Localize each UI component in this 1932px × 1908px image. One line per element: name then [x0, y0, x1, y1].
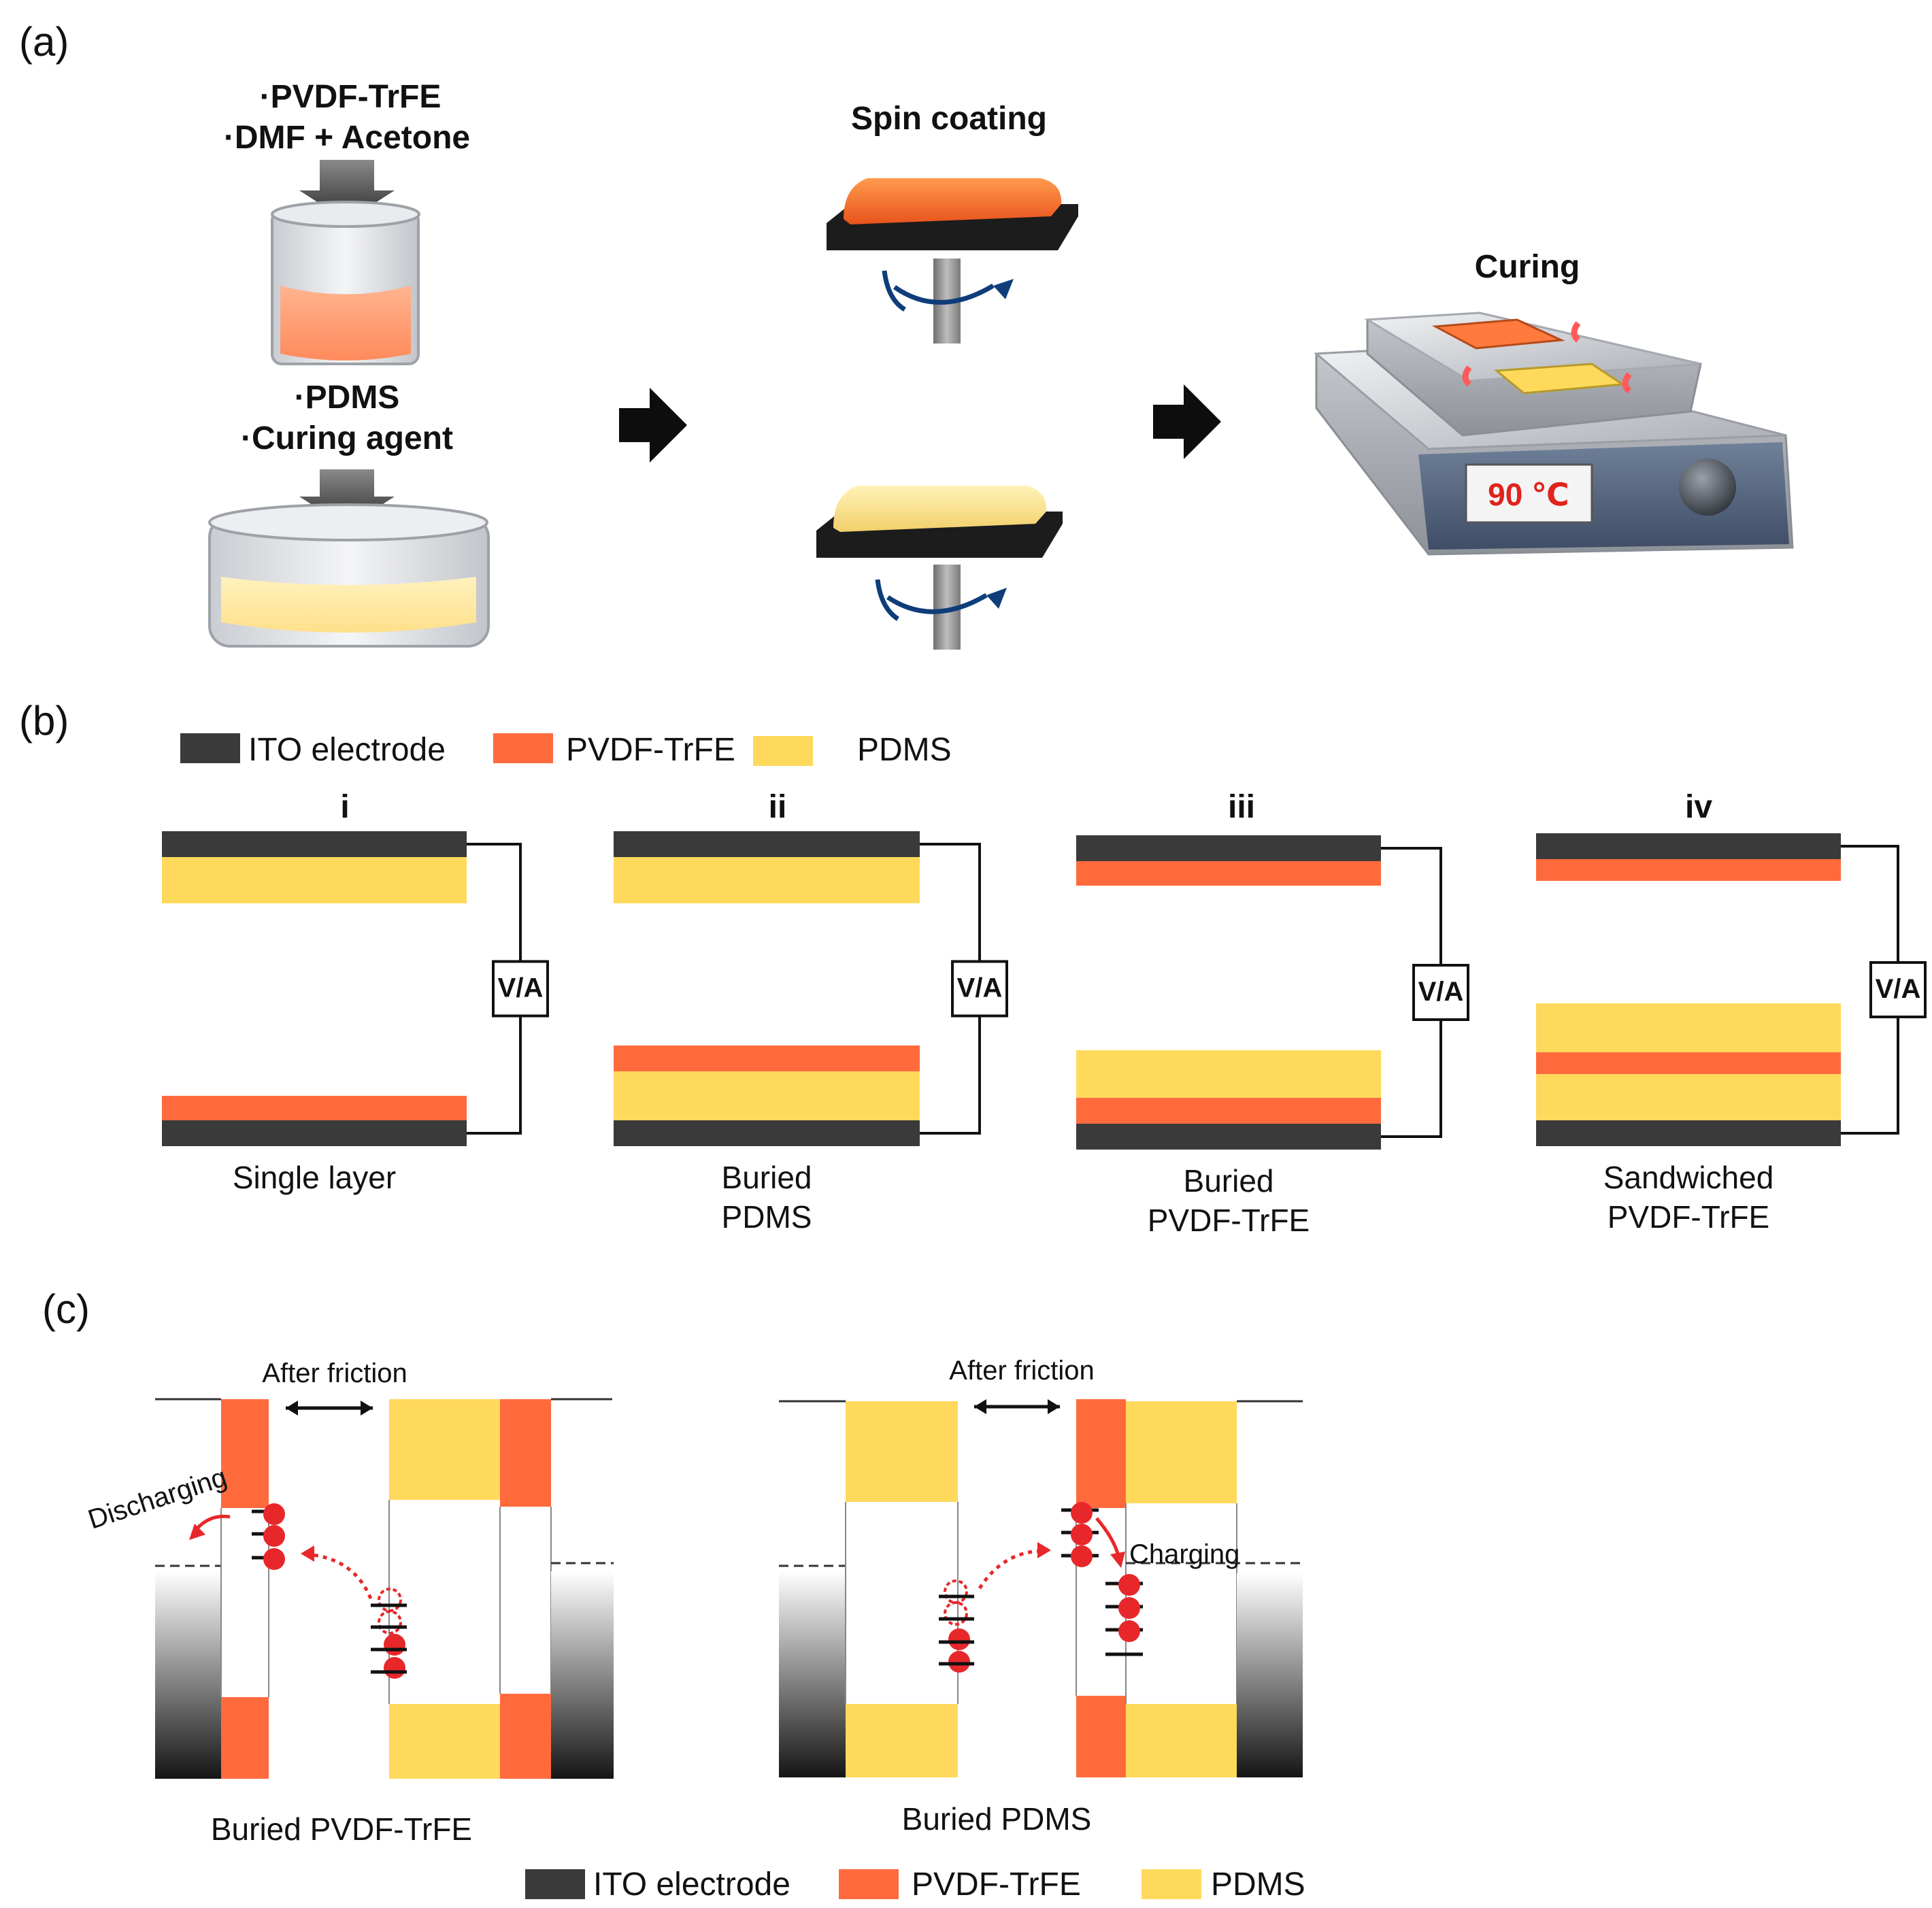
legend-c-pdms-swatch	[1142, 1869, 1201, 1899]
pvdf-beaker-icon	[271, 201, 420, 365]
legend-c-ito-label: ITO electrode	[593, 1867, 790, 1903]
config-numeral: i	[340, 789, 349, 825]
legend-ito-swatch	[180, 733, 240, 763]
ingredient-solvent: ·DMF + Acetone	[224, 120, 470, 156]
layer-pdms	[1536, 1074, 1841, 1120]
panel-a-label: (a)	[19, 19, 69, 65]
knob-icon	[1679, 458, 1736, 516]
right-caption: Buried PDMS	[902, 1801, 1092, 1837]
circuit-wire	[467, 1016, 522, 1135]
temperature-display	[1465, 463, 1593, 524]
right-electrode	[1237, 1573, 1303, 1777]
layer-pdms	[614, 1071, 920, 1120]
layer-ito	[614, 831, 920, 857]
legend-c-pdms-label: PDMS	[1211, 1867, 1305, 1903]
legend-pvdf-swatch	[493, 733, 553, 763]
ingredient-pvdf: ·PVDF-TrFE	[260, 79, 442, 115]
band-diagram-right: After friction	[779, 1356, 1303, 1837]
layer-ito	[1076, 1124, 1381, 1150]
band-diagram-left: After friction	[84, 1358, 614, 1847]
layer-ito	[162, 831, 467, 857]
left-caption: Buried PVDF-TrFE	[211, 1811, 472, 1847]
layer-pdms	[162, 857, 467, 903]
config-caption: Single layer	[233, 1160, 396, 1195]
meter-label: V/A	[957, 973, 1003, 1003]
temperature-readout: 90 ℃	[1488, 477, 1569, 512]
meter-label: V/A	[1418, 977, 1464, 1007]
layer-pvdf	[1536, 859, 1841, 881]
config-caption: PDMS	[722, 1199, 812, 1235]
ingredient-pdms: ·PDMS	[295, 380, 400, 416]
layer-ito	[1076, 835, 1381, 861]
circuit-wire	[1381, 1020, 1442, 1138]
legend-pvdf-label: PVDF-TrFE	[566, 732, 735, 768]
panel-b-label: (b)	[19, 698, 69, 743]
config-caption: Buried	[1184, 1163, 1274, 1199]
legend-c-pvdf-label: PVDF-TrFE	[912, 1867, 1081, 1903]
trapped-charges	[252, 1503, 285, 1570]
layer-pvdf	[614, 1045, 920, 1071]
discharging-label: Discharging	[84, 1462, 230, 1535]
config-numeral: iv	[1685, 789, 1712, 825]
left-electrode	[779, 1571, 846, 1777]
left-after-friction-label: After friction	[262, 1358, 407, 1388]
circuit-wire	[1841, 845, 1899, 963]
ingredient-curing-agent: ·Curing agent	[241, 420, 453, 456]
panel-c-label: (c)	[42, 1286, 90, 1332]
circuit-wire	[1381, 847, 1442, 965]
process-arrow-icon	[619, 388, 687, 463]
layer-pvdf	[1536, 1052, 1841, 1074]
right-after-friction-label: After friction	[949, 1356, 1094, 1386]
layer-ito	[614, 1120, 920, 1146]
layer-pdms	[1536, 1003, 1841, 1052]
config-caption: PVDF-TrFE	[1148, 1203, 1310, 1238]
hot-plate-icon: 90 ℃	[1314, 312, 1794, 556]
legend-ito-label: ITO electrode	[248, 732, 446, 768]
meter-box	[1412, 964, 1469, 1021]
config-caption: Buried	[722, 1160, 812, 1195]
spin-coating-title: Spin coating	[851, 101, 1047, 137]
trapped-charges	[1061, 1502, 1143, 1656]
charging-label: Charging	[1129, 1539, 1239, 1569]
config-numeral: iii	[1228, 789, 1255, 825]
config-caption: PVDF-TrFE	[1608, 1199, 1770, 1235]
right-electrode	[551, 1571, 614, 1779]
circuit-wire	[467, 843, 522, 962]
meter-box	[951, 960, 1008, 1018]
layer-pvdf	[1076, 1098, 1381, 1124]
pdms-charges	[939, 1579, 974, 1673]
meter-label: V/A	[498, 973, 544, 1003]
config-numeral: ii	[769, 789, 787, 825]
pour-arrow-icon	[299, 469, 395, 527]
circuit-wire	[920, 843, 981, 962]
legend-c-pvdf-swatch	[839, 1869, 899, 1899]
process-arrow-icon	[1153, 384, 1221, 459]
meter-label: V/A	[1876, 974, 1921, 1004]
circuit-wire	[1841, 1017, 1899, 1135]
legend-c-ito-swatch	[525, 1869, 585, 1899]
layer-pdms	[1076, 1050, 1381, 1098]
layer-pvdf	[1076, 861, 1381, 886]
layer-ito	[162, 1120, 467, 1146]
pdms-charges	[371, 1588, 407, 1679]
layer-pdms	[614, 857, 920, 903]
layer-ito	[1536, 833, 1841, 859]
layer-pvdf	[162, 1096, 467, 1120]
spin-coater-pdms-icon	[816, 486, 1063, 650]
meter-box	[1869, 961, 1927, 1018]
legend-pdms-swatch	[753, 736, 813, 766]
meter-box	[492, 960, 549, 1018]
circuit-wire	[920, 1016, 981, 1135]
pdms-dish-icon	[208, 503, 490, 648]
left-electrode	[155, 1571, 221, 1779]
spin-coater-pvdf-icon	[827, 178, 1078, 344]
legend-pdms-label: PDMS	[857, 732, 952, 768]
curing-title: Curing	[1475, 249, 1580, 285]
config-caption: Sandwiched	[1603, 1160, 1774, 1195]
layer-ito	[1536, 1120, 1841, 1146]
